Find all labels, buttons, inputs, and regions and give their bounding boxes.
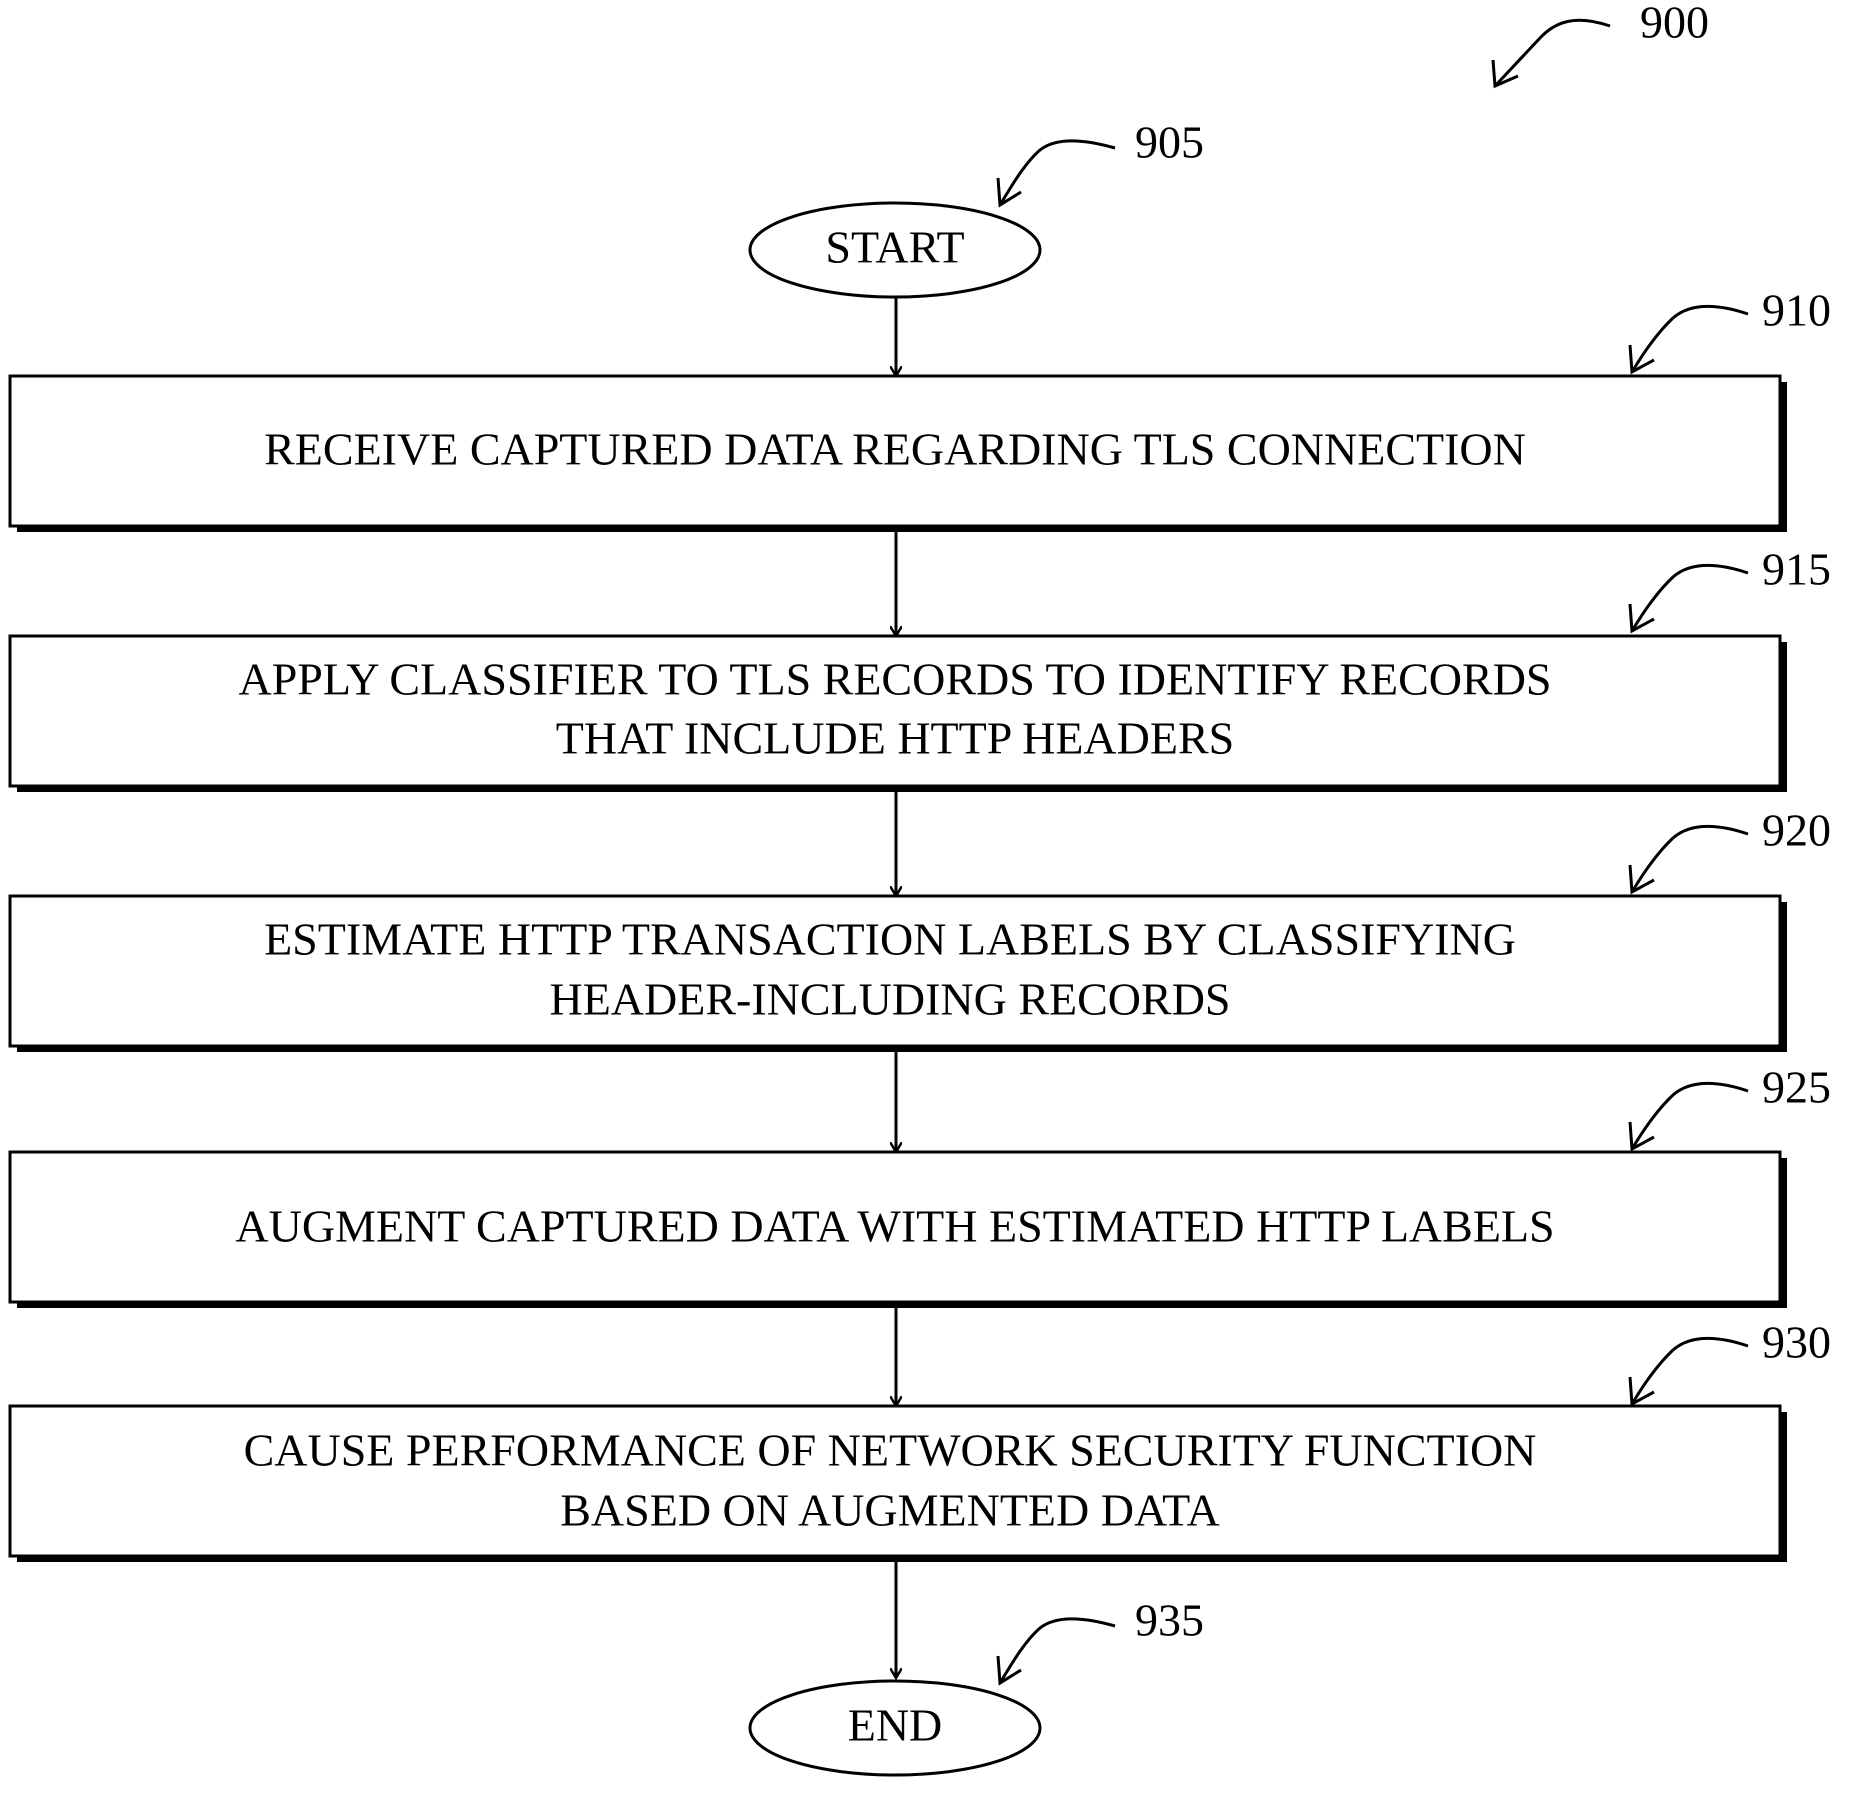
step-930: CAUSE PERFORMANCE OF NETWORK SECURITY FU… [10, 1406, 1787, 1562]
step-910-line-1: RECEIVE CAPTURED DATA REGARDING TLS CONN… [264, 424, 1526, 475]
step-910-reference: 910 [1630, 285, 1831, 372]
figure-ref-leader-line [1495, 20, 1610, 86]
step-925-reference: 925 [1630, 1062, 1831, 1149]
step-930-line-1: CAUSE PERFORMANCE OF NETWORK SECURITY FU… [244, 1425, 1537, 1476]
step-915-line-2: THAT INCLUDE HTTP HEADERS [556, 713, 1234, 764]
end-label: END [848, 1700, 943, 1751]
step-910-ref-label: 910 [1762, 285, 1831, 336]
end-ref-label: 935 [1135, 1595, 1204, 1646]
step-915: APPLY CLASSIFIER TO TLS RECORDS TO IDENT… [10, 636, 1787, 792]
step-920-line-2: HEADER-INCLUDING RECORDS [549, 974, 1230, 1025]
start-reference: 905 [998, 117, 1204, 205]
start-terminal: START [750, 203, 1040, 297]
step-915-ref-label: 915 [1762, 544, 1831, 595]
step-930-ref-label: 930 [1762, 1317, 1831, 1368]
step-915-reference: 915 [1630, 544, 1831, 631]
step-920-line-1: ESTIMATE HTTP TRANSACTION LABELS BY CLAS… [264, 914, 1516, 965]
step-925: AUGMENT CAPTURED DATA WITH ESTIMATED HTT… [10, 1152, 1787, 1308]
step-925-ref-label: 925 [1762, 1062, 1831, 1113]
end-reference: 935 [998, 1595, 1204, 1683]
step-910: RECEIVE CAPTURED DATA REGARDING TLS CONN… [10, 376, 1787, 532]
figure-reference: 900 [1493, 0, 1709, 86]
step-920-reference: 920 [1630, 805, 1831, 892]
start-label: START [825, 222, 964, 273]
step-920: ESTIMATE HTTP TRANSACTION LABELS BY CLAS… [10, 896, 1787, 1052]
step-920-ref-label: 920 [1762, 805, 1831, 856]
figure-ref-label: 900 [1640, 0, 1709, 48]
step-930-reference: 930 [1630, 1317, 1831, 1404]
end-terminal: END [750, 1681, 1040, 1775]
step-930-line-2: BASED ON AUGMENTED DATA [560, 1485, 1219, 1536]
step-915-line-1: APPLY CLASSIFIER TO TLS RECORDS TO IDENT… [238, 654, 1551, 705]
step-925-line-1: AUGMENT CAPTURED DATA WITH ESTIMATED HTT… [235, 1201, 1554, 1252]
start-ref-label: 905 [1135, 117, 1204, 168]
